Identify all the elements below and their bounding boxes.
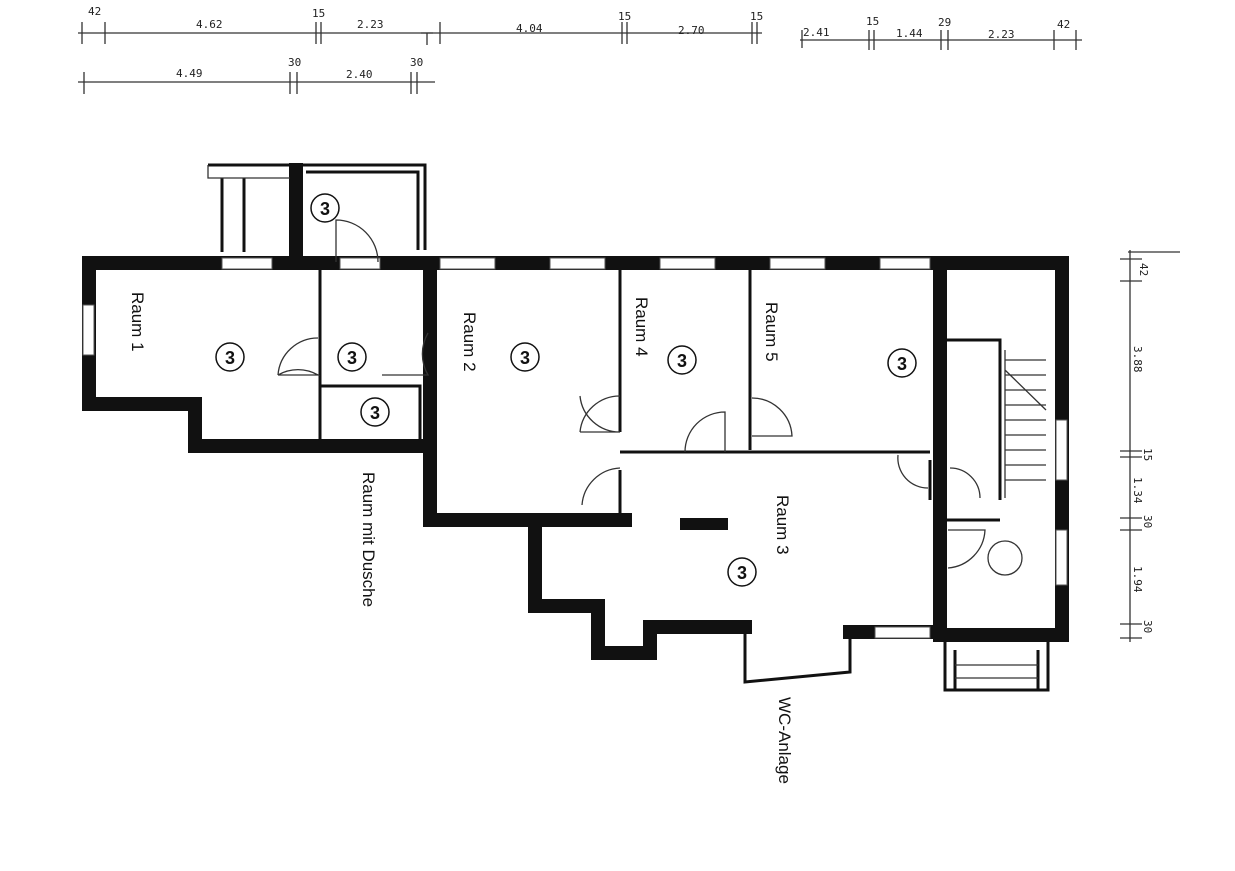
svg-text:3: 3 [347, 348, 357, 368]
room-marker: 3 [310, 193, 340, 223]
dim-label: 4.49 [176, 67, 203, 80]
room-marker: 3 [727, 557, 757, 587]
dim-label: 15 [618, 10, 631, 23]
svg-text:3: 3 [677, 351, 687, 371]
room-marker: 3 [215, 342, 245, 372]
room-markers: 3 3 3 3 3 3 3 3 [215, 193, 917, 587]
svg-text:3: 3 [897, 354, 907, 374]
dim-label: 30 [1141, 515, 1154, 528]
svg-text:3: 3 [320, 199, 330, 219]
room-label-raum-3: Raum 3 [773, 495, 792, 555]
dim-label: 2.23 [357, 18, 384, 31]
room-marker: 3 [667, 345, 697, 375]
room-marker: 3 [887, 348, 917, 378]
dim-label: 2.41 [803, 26, 830, 39]
walls [82, 163, 1069, 692]
svg-text:3: 3 [520, 348, 530, 368]
room-label-raum-1: Raum 1 [128, 292, 147, 352]
room-label-raum-mit-dusche: Raum mit Dusche [359, 472, 378, 607]
dimension-chain-right: 42 3.88 15 1.34 30 1.94 30 [1120, 250, 1180, 642]
dim-label: 2.70 [678, 24, 705, 37]
dim-label: 4.62 [196, 18, 223, 31]
dim-label: 4.04 [516, 22, 543, 35]
dim-label: 2.23 [988, 28, 1015, 41]
room-marker: 3 [337, 342, 367, 372]
dim-label: 1.94 [1131, 566, 1144, 593]
room-marker: 3 [360, 397, 390, 427]
dim-label: 15 [750, 10, 763, 23]
dim-label: 42 [1137, 263, 1150, 276]
dim-label: 42 [88, 5, 101, 18]
dimension-chain-top: 42 4.62 15 2.23 4.04 15 2.70 15 2.41 15 … [78, 5, 1082, 94]
stairs [207, 165, 1046, 679]
room-marker: 3 [510, 342, 540, 372]
dim-label: 1.34 [1131, 477, 1144, 504]
dim-label: 30 [288, 56, 301, 69]
dim-label: 15 [312, 7, 325, 20]
dim-label: 2.40 [346, 68, 373, 81]
svg-text:3: 3 [370, 403, 380, 423]
svg-text:3: 3 [737, 563, 747, 583]
room-label-raum-2: Raum 2 [460, 312, 479, 372]
svg-text:3: 3 [225, 348, 235, 368]
room-label-raum-5: Raum 5 [762, 302, 781, 362]
dim-label: 15 [866, 15, 879, 28]
dim-label: 30 [1141, 620, 1154, 633]
dim-label: 30 [410, 56, 423, 69]
dim-label: 3.88 [1131, 346, 1144, 373]
dim-label: 15 [1141, 448, 1154, 461]
dim-label: 29 [938, 16, 951, 29]
doors [277, 219, 1047, 576]
dim-label: 1.44 [896, 27, 923, 40]
dim-label: 42 [1057, 18, 1070, 31]
room-label-wc-anlage: WC-Anlage [775, 697, 794, 784]
room-label-raum-4: Raum 4 [632, 297, 651, 357]
windows [82, 257, 1068, 639]
